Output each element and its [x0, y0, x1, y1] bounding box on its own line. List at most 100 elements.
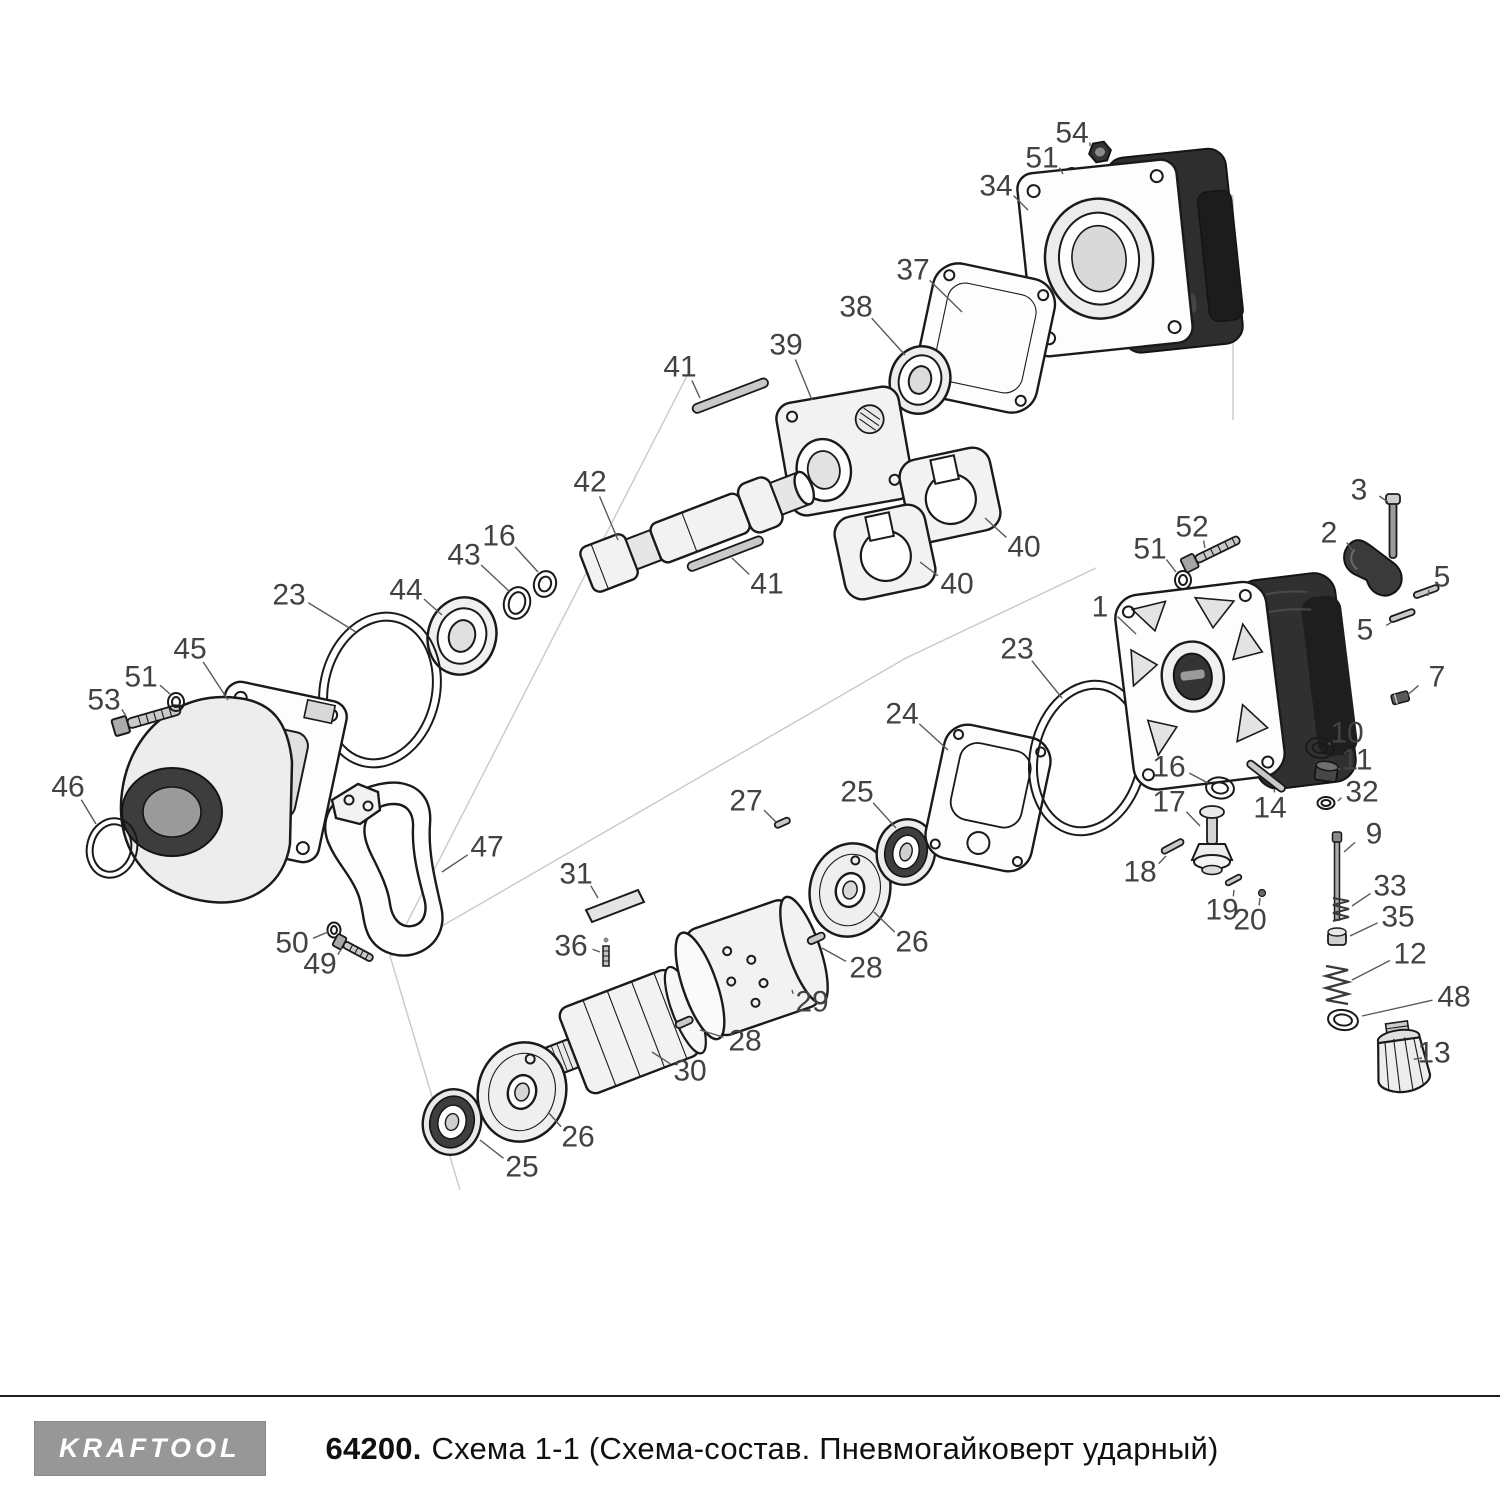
- part-18-pin: [1160, 838, 1185, 855]
- callout-leader-26: [873, 911, 896, 933]
- callout-39: 39: [769, 329, 802, 362]
- callout-3: 3: [1351, 474, 1368, 507]
- part-26-end-plate-front: [808, 842, 892, 938]
- kraftool-logo: KRAFTOOL: [34, 1421, 266, 1476]
- callout-leader-42: [598, 496, 619, 541]
- part-26-end-plate-rear: [476, 1041, 568, 1143]
- callout-leader-39: [794, 359, 813, 401]
- callout-7: 7: [1429, 661, 1446, 694]
- callout-34: 34: [979, 170, 1012, 203]
- callout-leader-30: [651, 1051, 671, 1065]
- callout-52: 52: [1175, 511, 1208, 544]
- part-53-bolt: [110, 704, 182, 737]
- part-33-spring: [1332, 897, 1350, 922]
- callout-leader-18: [1158, 855, 1167, 865]
- callout-leader-23: [1031, 660, 1063, 699]
- part-10-washer: [1305, 736, 1335, 760]
- callout-leader-1: [1117, 616, 1137, 635]
- callout-2: 2: [1321, 517, 1338, 550]
- callout-leader-17: [1185, 811, 1201, 827]
- callout-44: 44: [389, 574, 422, 607]
- callout-17: 17: [1152, 786, 1185, 819]
- part-36-screw: [602, 937, 610, 967]
- part-41-pin-b: [686, 535, 764, 572]
- callout-14: 14: [1253, 792, 1286, 825]
- part-17-valve: [1190, 805, 1234, 876]
- part-34-motor-housing: [1016, 147, 1244, 358]
- callout-leader-52: [1202, 540, 1206, 549]
- callout-23: 23: [1000, 633, 1033, 666]
- callout-27: 27: [729, 785, 762, 818]
- callout-leader-38: [871, 317, 906, 356]
- callout-43: 43: [447, 539, 480, 572]
- callout-leader-46: [80, 799, 97, 825]
- callout-26: 26: [895, 926, 928, 959]
- callout-leader-44: [423, 598, 443, 616]
- part-27-pin: [773, 816, 791, 829]
- callout-leader-11: [1337, 767, 1341, 771]
- callout-leader-3: [1378, 495, 1389, 503]
- callout-12: 12: [1393, 938, 1426, 971]
- callout-leader-2: [1346, 542, 1353, 551]
- part-35-valve-seat: [1327, 927, 1347, 946]
- callout-leader-25: [479, 1139, 504, 1159]
- callout-42: 42: [573, 466, 606, 499]
- callout-leader-34: [1013, 195, 1029, 211]
- callout-51: 51: [1025, 142, 1058, 175]
- callout-23: 23: [272, 579, 305, 612]
- callout-37: 37: [896, 254, 929, 287]
- callout-leader-51: [1058, 167, 1064, 175]
- part-42-anvil-shaft: [579, 470, 816, 593]
- callout-leader-23: [307, 602, 357, 633]
- callout-30: 30: [673, 1055, 706, 1088]
- part-23-oring-left: [318, 611, 442, 769]
- part-2-trigger: [1343, 539, 1403, 597]
- callout-leader-48: [1361, 999, 1433, 1017]
- part-41-pin-a: [691, 377, 769, 414]
- callout-28: 28: [849, 952, 882, 985]
- callout-50: 50: [275, 927, 308, 960]
- callout-41: 41: [663, 351, 696, 384]
- callout-9: 9: [1366, 818, 1383, 851]
- callout-16: 16: [482, 520, 515, 553]
- callout-leader-20: [1258, 897, 1261, 906]
- callout-13: 13: [1417, 1037, 1450, 1070]
- part-28-pin-b: [674, 1015, 694, 1029]
- part-40-hammer-b: [833, 503, 937, 601]
- callout-leader-10: [1328, 741, 1331, 746]
- callout-29: 29: [795, 986, 828, 1019]
- part-51-washer-right: [1174, 570, 1192, 590]
- part-11-nut: [1313, 760, 1339, 783]
- part-29-cylinder: [674, 895, 829, 1041]
- callout-35: 35: [1381, 901, 1414, 934]
- part-5-pin-b: [1388, 608, 1416, 623]
- callout-leader-45: [202, 661, 229, 701]
- callout-leader-9: [1343, 841, 1356, 853]
- callout-leader-41: [691, 380, 701, 399]
- part-45-clutch-housing: [119, 680, 348, 904]
- callout-layer: 5451343738394142164344234551534650494731…: [51, 117, 1470, 1184]
- callout-leader-5: [1427, 589, 1430, 597]
- callout-leader-16: [514, 546, 539, 573]
- callout-leader-27: [763, 809, 777, 823]
- callout-25: 25: [840, 776, 873, 809]
- callout-leader-40: [919, 561, 939, 577]
- callout-46: 46: [51, 771, 84, 804]
- callout-leader-47: [441, 854, 469, 873]
- part-50-washer: [326, 921, 342, 939]
- kraftool-logo-text: KRAFTOOL: [59, 1433, 241, 1463]
- callout-leader-51: [1165, 559, 1177, 573]
- callout-53: 53: [87, 684, 120, 717]
- footer: KRAFTOOL 64200.Схема 1-1 (Схема-состав. …: [0, 1395, 1500, 1500]
- projection-guides: [389, 188, 1234, 1191]
- part-51-washer-left: [167, 692, 185, 712]
- callout-47: 47: [470, 831, 503, 864]
- scheme-code: 64200.: [325, 1430, 422, 1466]
- callout-leader-43: [480, 564, 511, 593]
- callout-leader-13: [1413, 1057, 1423, 1060]
- callout-51: 51: [1133, 533, 1166, 566]
- callout-leader-25: [872, 802, 897, 829]
- callout-leader-26: [547, 1111, 562, 1128]
- callout-leader-7: [1403, 685, 1419, 699]
